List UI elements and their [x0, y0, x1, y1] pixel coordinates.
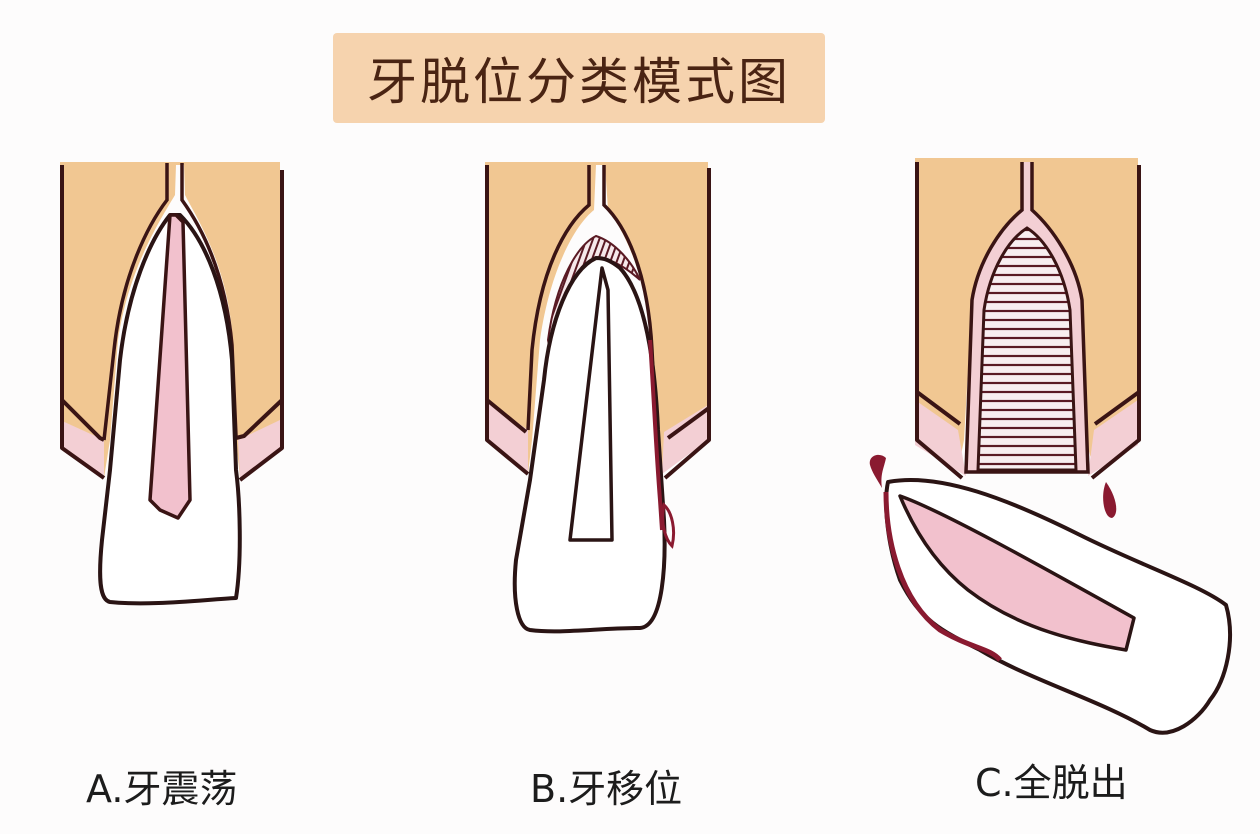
panel-b-luxation [485, 162, 711, 634]
caption-luxation: B.牙移位 [530, 767, 683, 811]
caption-avulsion: C.全脱出 [975, 761, 1128, 805]
diagram-title: 牙脱位分类模式图 [367, 53, 791, 111]
panel-a-concussion [60, 162, 284, 606]
caption-concussion: A.牙震荡 [86, 767, 238, 811]
panel-c-avulsion [869, 158, 1233, 735]
diagram-title-banner: 牙脱位分类模式图 [333, 33, 825, 123]
